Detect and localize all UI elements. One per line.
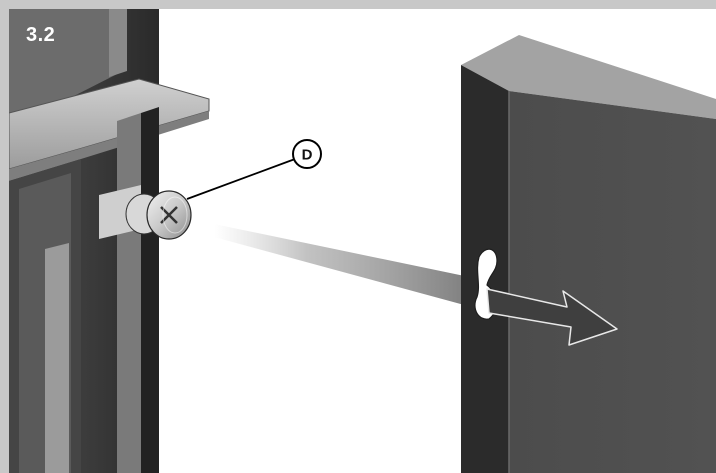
screw-icon — [125, 190, 192, 240]
callout-letter: D — [302, 147, 313, 164]
assembly-drawing: D — [9, 9, 716, 473]
left-frame-post — [9, 9, 210, 473]
direction-arrow — [486, 288, 618, 346]
motion-trail — [214, 224, 479, 309]
right-panel — [461, 35, 716, 473]
assembly-illustration: D — [9, 9, 716, 473]
step-number: 3.2 — [26, 24, 56, 46]
callout-d: D — [186, 139, 322, 200]
